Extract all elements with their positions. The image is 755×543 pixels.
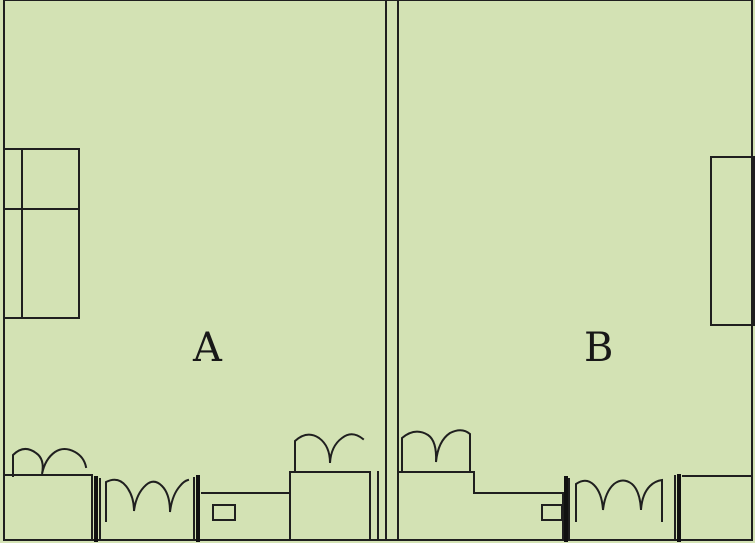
door-arc-4 xyxy=(401,429,471,473)
bottom-wall-left xyxy=(3,474,93,541)
small-box-right xyxy=(541,504,563,521)
room-label-b: B xyxy=(584,325,614,371)
bottom-wall-right-block xyxy=(397,471,564,541)
room-label-a: A xyxy=(193,325,222,371)
door-arc-2 xyxy=(105,478,190,522)
right-cabinet xyxy=(710,156,755,326)
door-arc-3 xyxy=(294,433,365,473)
outer-wall-frame xyxy=(3,0,753,541)
small-box-left xyxy=(212,504,236,521)
bottom-wall-center-right xyxy=(289,471,371,541)
door-arc-1 xyxy=(12,448,88,477)
left-cabinet xyxy=(3,148,80,319)
door-arc-5 xyxy=(575,478,663,522)
bottom-wall-center xyxy=(201,492,291,541)
